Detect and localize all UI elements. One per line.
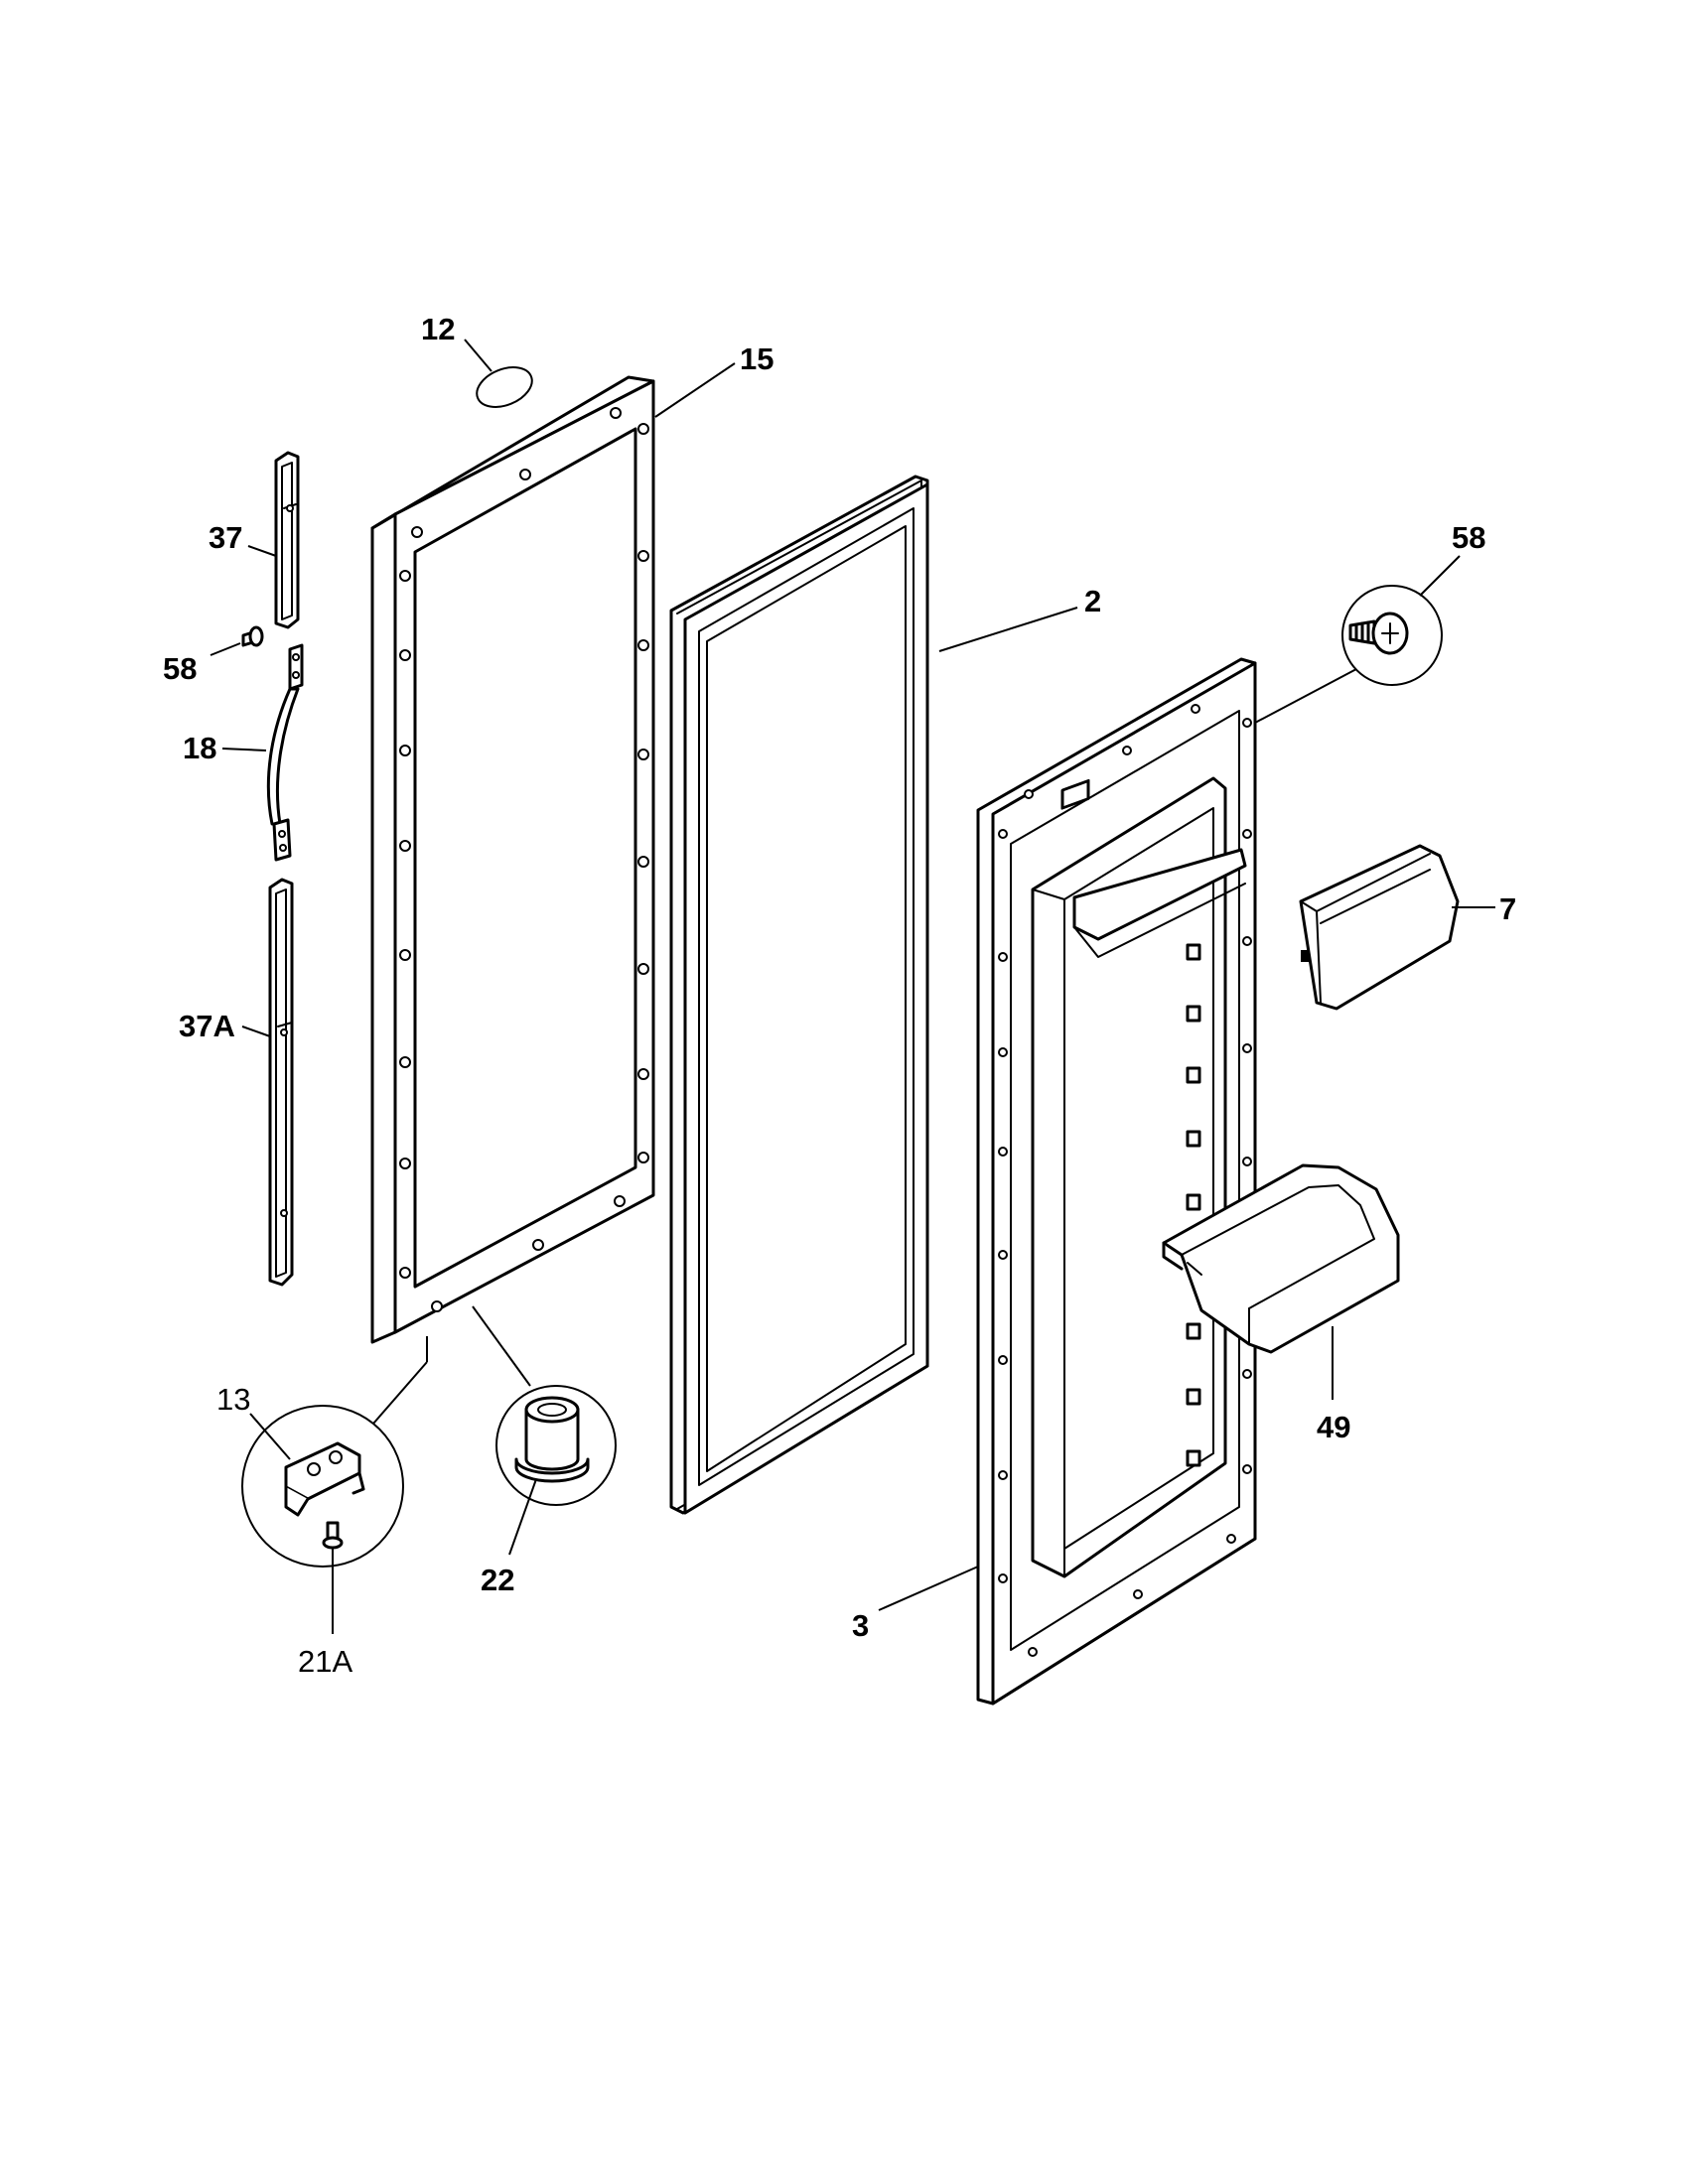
callout-7: 7 (1499, 891, 1516, 926)
part-18-handle-bracket (221, 643, 304, 862)
callout-37a: 37A (179, 1009, 235, 1043)
callout-12: 12 (421, 312, 455, 346)
part-22-bushing-detail (472, 1305, 617, 1556)
part-2-door-gasket (669, 475, 1078, 1515)
callout-labels: 12 15 37 58 18 37A 2 58 7 49 3 13 21A 22 (163, 312, 1516, 1679)
part-3-door-liner (878, 657, 1257, 1706)
callout-22: 22 (481, 1563, 514, 1597)
callout-15: 15 (740, 341, 774, 376)
callout-49: 49 (1317, 1410, 1350, 1444)
part-58-screw-detail (1254, 555, 1461, 724)
liner-screw-holes (998, 704, 1252, 1657)
part-37-upper-trim-strip (247, 451, 300, 629)
callout-21a: 21A (298, 1644, 352, 1679)
part-21a-hinge-screw (322, 1521, 344, 1634)
liner-shelf-tabs (1186, 943, 1201, 1467)
part-12-o-ring (464, 339, 533, 408)
frame-screw-holes (399, 407, 649, 1312)
part-58-screw (210, 625, 264, 656)
part-13-hinge-detail (241, 1336, 428, 1568)
callout-2: 2 (1084, 584, 1101, 618)
callout-37: 37 (209, 520, 242, 555)
part-7-dispenser-cover (1299, 844, 1495, 1011)
part-49-door-bin (1162, 1163, 1400, 1400)
callout-58-right: 58 (1452, 520, 1485, 555)
callout-18: 18 (183, 731, 216, 765)
part-37a-lower-trim-strip (241, 878, 294, 1287)
part-15-door-frame (370, 362, 736, 1344)
callout-3: 3 (852, 1608, 869, 1643)
callout-13: 13 (216, 1382, 250, 1417)
callout-58-left: 58 (163, 651, 197, 686)
